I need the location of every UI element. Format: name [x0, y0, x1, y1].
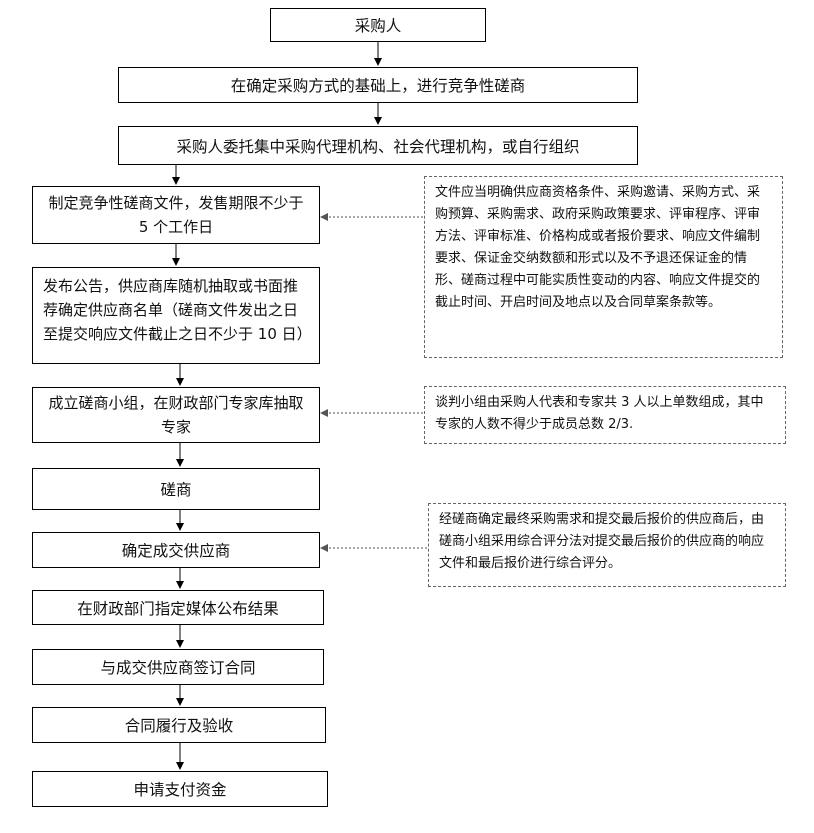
step-docs-label: 制定竞争性磋商文件，发售期限不少于 5 个工作日	[48, 194, 304, 236]
step-perform: 合同履行及验收	[32, 707, 326, 743]
step-sign: 与成交供应商签订合同	[32, 649, 324, 685]
note-docs-text: 文件应当明确供应商资格条件、采购邀请、采购方式、采购预算、采购需求、政府采购政策…	[435, 185, 761, 310]
step-apply-label: 申请支付资金	[133, 781, 227, 799]
step-consult: 磋商	[32, 468, 320, 510]
note-determine: 经磋商确定最终采购需求和提交最后报价的供应商后，由磋商小组采用综合评分法对提交最…	[428, 503, 786, 587]
step-announce-label: 发布公告，供应商库随机抽取或书面推荐确定供应商名单（磋商文件发出之日至提交响应文…	[43, 277, 312, 343]
step-determine: 确定成交供应商	[32, 532, 320, 568]
step-perform-label: 合同履行及验收	[124, 717, 234, 735]
step-basis-label: 在确定采购方式的基础上，进行竞争性磋商	[230, 77, 526, 95]
step-announce: 发布公告，供应商库随机抽取或书面推荐确定供应商名单（磋商文件发出之日至提交响应文…	[32, 267, 320, 364]
step-entrust: 采购人委托集中采购代理机构、社会代理机构，或自行组织	[118, 126, 638, 165]
step-group-label: 成立磋商小组，在财政部门专家库抽取专家	[48, 394, 304, 436]
step-sign-label: 与成交供应商签订合同	[100, 659, 256, 677]
step-publish-label: 在财政部门指定媒体公布结果	[77, 599, 279, 618]
step-entrust-label: 采购人委托集中采购代理机构、社会代理机构，或自行组织	[176, 137, 580, 156]
step-purchaser: 采购人	[270, 8, 486, 42]
note-docs: 文件应当明确供应商资格条件、采购邀请、采购方式、采购预算、采购需求、政府采购政策…	[424, 176, 783, 358]
step-basis: 在确定采购方式的基础上，进行竞争性磋商	[118, 67, 638, 103]
step-purchaser-label: 采购人	[354, 17, 402, 35]
note-determine-text: 经磋商确定最终采购需求和提交最后报价的供应商后，由磋商小组采用综合评分法对提交最…	[439, 512, 765, 571]
step-docs: 制定竞争性磋商文件，发售期限不少于 5 个工作日	[32, 186, 320, 244]
note-group-text: 谈判小组由采购人代表和专家共 3 人以上单数组成，其中专家的人数不得少于成员总数…	[435, 395, 764, 432]
step-publish: 在财政部门指定媒体公布结果	[32, 590, 324, 625]
step-determine-label: 确定成交供应商	[121, 542, 231, 560]
step-apply: 申请支付资金	[32, 771, 328, 807]
step-consult-label: 磋商	[160, 481, 192, 499]
note-group: 谈判小组由采购人代表和专家共 3 人以上单数组成，其中专家的人数不得少于成员总数…	[424, 386, 786, 444]
step-group: 成立磋商小组，在财政部门专家库抽取专家	[32, 387, 320, 443]
